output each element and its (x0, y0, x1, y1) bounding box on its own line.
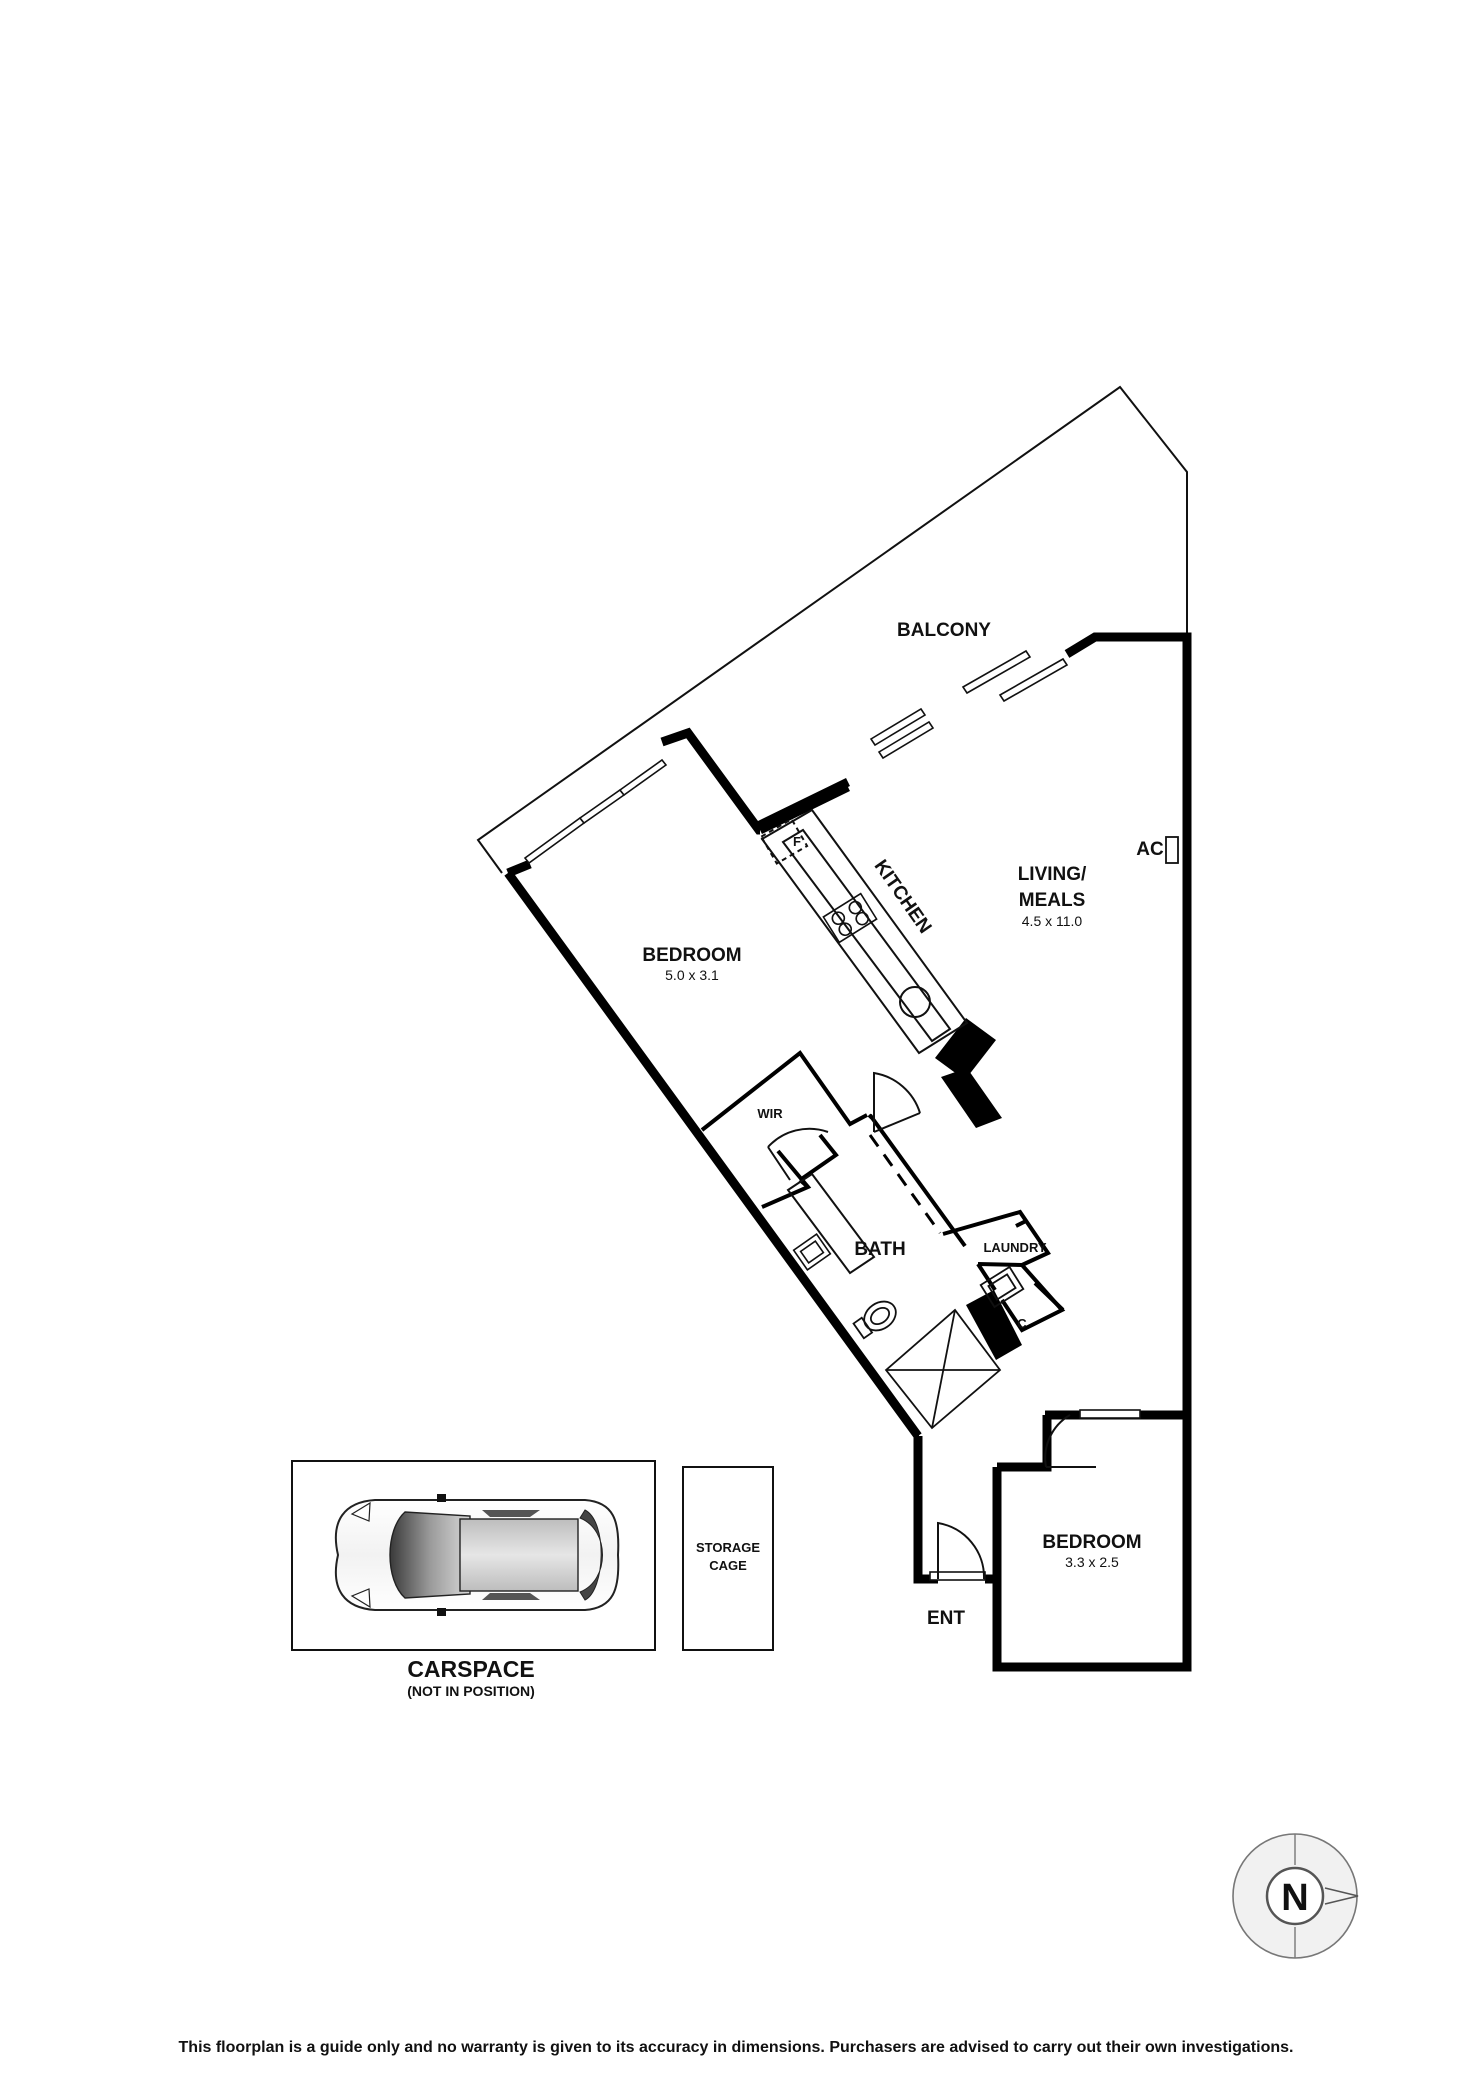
kitchen-sink-icon (899, 986, 931, 1018)
kitchen-bench (759, 808, 969, 1055)
storage-label-line1: STORAGE (696, 1540, 760, 1555)
balcony-wall-segment (756, 777, 850, 831)
kitchen-label: KITCHEN (870, 856, 936, 937)
entry-label: ENT (927, 1608, 965, 1629)
exterior-walls (504, 632, 1192, 1672)
doors (767, 1071, 1096, 1580)
bath-label: BATH (854, 1239, 905, 1260)
wir-label: WIR (757, 1106, 783, 1121)
fridge-space (759, 817, 809, 865)
living-dimensions: 4.5 x 11.0 (1022, 913, 1083, 929)
cooktop-icon (822, 892, 878, 944)
compass-letter: N (1281, 1877, 1308, 1919)
laundry-tub-icon (979, 1265, 1025, 1309)
toilet-icon (852, 1300, 897, 1340)
ac-label: AC (1136, 839, 1164, 860)
carspace-subtitle: (NOT IN POSITION) (407, 1683, 535, 1699)
bedroom-2-dimensions: 3.3 x 2.5 (1065, 1554, 1119, 1570)
storage-cage-outline (682, 1466, 774, 1651)
balcony-label: BALCONY (897, 620, 991, 641)
dashed-lines (868, 1134, 942, 1234)
disclaimer-text: This floorplan is a guide only and no wa… (178, 2039, 1294, 2056)
living-label-line1: LIVING/ (1018, 864, 1087, 885)
bath-vanity (786, 1172, 876, 1275)
laundry-label: LAUNDRY (983, 1240, 1046, 1255)
balcony-outline (476, 385, 1188, 874)
interior-walls (700, 1050, 1066, 1333)
storage-label-line2: CAGE (709, 1558, 747, 1573)
living-label-line2: MEALS (1019, 890, 1086, 911)
car-icon (334, 1494, 620, 1616)
bedroom-2-label: BEDROOM (1042, 1532, 1141, 1553)
north-arrow-icon (1232, 1833, 1359, 1959)
structural-columns (935, 1018, 1022, 1360)
bedroom-1-dimensions: 5.0 x 3.1 (665, 967, 719, 983)
window-frames (523, 649, 1141, 1581)
basin-icon (792, 1233, 832, 1271)
shower-icon (884, 1308, 1002, 1430)
bedroom-1-label: BEDROOM (642, 945, 741, 966)
fridge-label: F (793, 834, 801, 849)
carspace-title: CARSPACE (407, 1656, 534, 1682)
ac-unit-icon (1165, 836, 1179, 864)
cupboard-label: C (1017, 1316, 1027, 1331)
